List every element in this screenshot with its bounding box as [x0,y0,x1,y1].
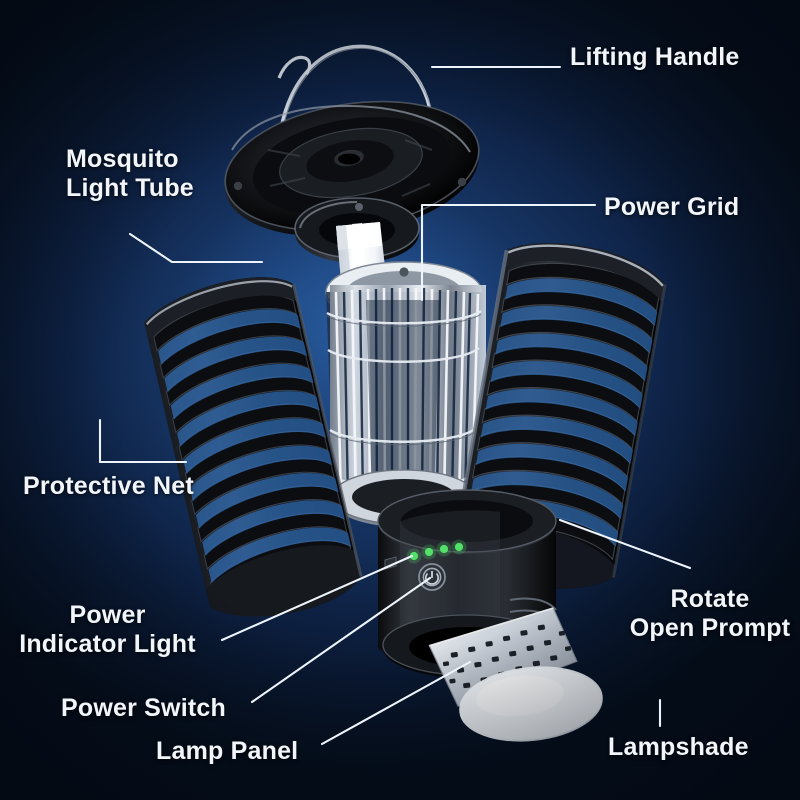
leader-lamp-panel [320,660,472,746]
leader-mosquito-light-tube [128,232,264,264]
callout-label-power-grid: Power Grid [604,193,740,221]
callout-label-lamp-panel: Lamp Panel [156,737,299,765]
callout-label-protective-net: Protective Net [23,472,194,500]
leader-rotate-open-prompt [558,518,692,570]
leader-protective-net [98,418,188,464]
leader-power-switch [250,576,432,704]
leader-power-grid [420,203,597,302]
callout-label-lifting-handle: Lifting Handle [570,43,740,71]
callout-label-power-switch: Power Switch [61,694,226,722]
callout-label-lampshade: Lampshade [608,733,749,761]
leader-power-indicator-light [220,554,414,642]
